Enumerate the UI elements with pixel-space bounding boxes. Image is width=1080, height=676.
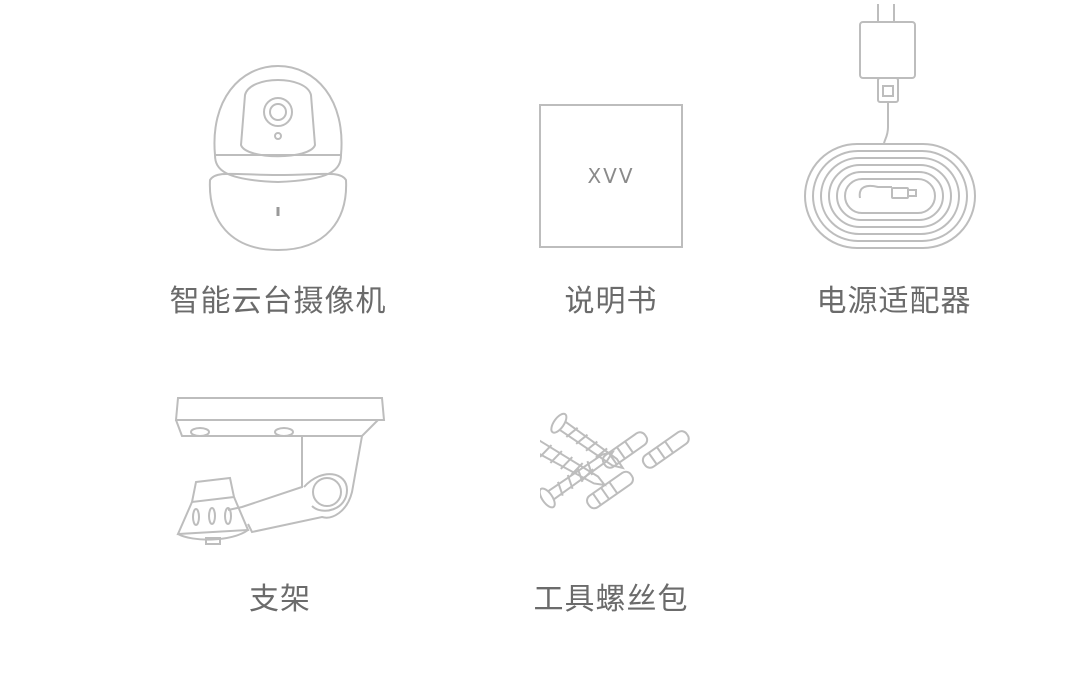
mount-bracket-icon (174, 397, 386, 545)
power-adapter-icon (804, 4, 976, 249)
manual-icon (539, 104, 683, 248)
screw-kit-icon (540, 412, 690, 510)
item-bracket-label: 支架 (249, 582, 311, 617)
item-adapter-label: 电源适配器 (816, 284, 972, 319)
manual-logo: XVV (587, 164, 635, 188)
item-camera-label: 智能云台摄像机 (169, 284, 387, 319)
item-manual-label: 说明书 (564, 284, 658, 319)
camera-icon (208, 64, 348, 252)
item-screws-label: 工具螺丝包 (533, 582, 689, 617)
